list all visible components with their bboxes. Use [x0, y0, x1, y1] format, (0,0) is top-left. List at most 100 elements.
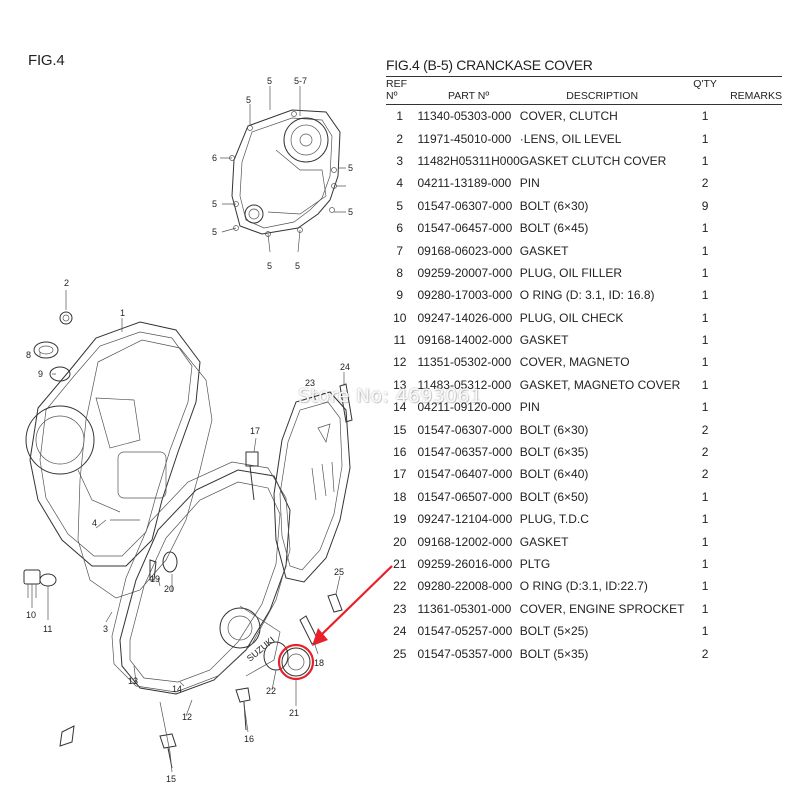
cell-part: 09168-06023-000 [417, 243, 513, 258]
sprocket-cover [273, 391, 351, 583]
parts-list-header: REF Nº PART Nº DESCRIPTION Q'TY REMARKS [386, 76, 782, 105]
cell-part: 01547-06507-000 [417, 489, 513, 504]
cell-desc: BOLT (6×45) [519, 221, 589, 236]
cell-ref: 15 [393, 422, 407, 437]
cell-qty: 1 [701, 310, 709, 325]
cell-desc: GASKET, MAGNETO COVER [519, 377, 681, 392]
cell-remarks [726, 239, 782, 261]
highlight-marker [277, 565, 393, 681]
callout-11: 11 [43, 624, 52, 634]
callout-5: 5 [212, 227, 217, 237]
cell-ref: 6 [396, 221, 404, 236]
cell-part: 09280-22008-000 [417, 579, 513, 594]
cell-part: 01547-06457-000 [417, 221, 513, 236]
callout-25: 25 [334, 567, 344, 577]
cell-desc: COVER, MAGNETO [519, 355, 630, 370]
callout-5: 5 [246, 95, 251, 105]
cell-qty: 1 [701, 489, 709, 504]
cell-part: 09168-14002-000 [417, 333, 513, 348]
callout-23: 23 [305, 378, 315, 388]
cell-desc: PLUG, OIL CHECK [519, 310, 624, 325]
cell-qty: 1 [701, 265, 709, 280]
cell-ref: 25 [393, 646, 407, 661]
cell-remarks [726, 441, 782, 463]
cell-qty: 1 [701, 400, 709, 415]
callout-3: 3 [103, 624, 108, 634]
cell-ref: 10 [393, 310, 407, 325]
col-qty: Q'TY [684, 76, 726, 105]
callout-22: 22 [266, 686, 276, 696]
cell-remarks [726, 463, 782, 485]
cell-ref: 19 [393, 512, 407, 527]
callout-13: 13 [128, 676, 138, 686]
cell-remarks [726, 642, 782, 664]
table-row: 6 01547-06457-000 BOLT (6×45) 1 [386, 217, 782, 239]
col-desc: DESCRIPTION [519, 76, 685, 105]
cell-desc: GASKET [519, 534, 569, 549]
cell-qty: 1 [701, 512, 709, 527]
cell-desc: GASKET [519, 243, 569, 258]
cell-ref: 20 [393, 534, 407, 549]
cell-ref: 13 [393, 377, 407, 392]
cell-desc: BOLT (6×30) [519, 198, 589, 213]
cell-qty: 1 [701, 153, 709, 168]
cell-ref: 23 [393, 601, 407, 616]
cell-desc: COVER, ENGINE SPROCKET [519, 601, 685, 616]
table-row: 17 01547-06407-000 BOLT (6×40) 2 [386, 463, 782, 485]
cell-part: 01547-06407-000 [417, 467, 513, 482]
clutch-cover-main [25, 321, 201, 567]
cell-part: 11361-05301-000 [417, 601, 512, 616]
cell-ref: 7 [396, 243, 404, 258]
cell-desc: BOLT (6×35) [519, 445, 589, 460]
cell-part: 01547-05257-000 [417, 624, 513, 639]
cell-part: 09280-17003-000 [417, 288, 513, 303]
callout-5: 5 [348, 207, 353, 217]
cell-qty: 1 [701, 534, 709, 549]
cell-desc: BOLT (6×40) [519, 467, 589, 482]
cell-ref: 17 [393, 467, 407, 482]
svg-text:SUZUKI: SUZUKI [245, 635, 277, 664]
callout-5: 5 [267, 261, 272, 271]
cell-remarks [726, 351, 782, 373]
table-row: 20 09168-12002-000 GASKET 1 [386, 530, 782, 552]
cell-part: 11351-05302-000 [417, 355, 512, 370]
callout-17: 17 [250, 426, 260, 436]
cell-desc: GASKET [519, 333, 569, 348]
cell-qty: 1 [701, 579, 709, 594]
cell-remarks [726, 396, 782, 418]
cell-ref: 16 [393, 445, 407, 460]
callout-12: 12 [182, 712, 192, 722]
cell-desc: BOLT (6×30) [519, 422, 589, 437]
cell-remarks [726, 217, 782, 239]
cell-qty: 1 [701, 221, 709, 236]
callout-5-7: 5-7 [294, 76, 307, 86]
callout-5: 5 [212, 199, 217, 209]
cell-qty: 2 [701, 467, 709, 482]
cell-part: 11482H05311H000 [417, 153, 520, 168]
cell-qty: 2 [701, 646, 709, 661]
figure-label: FIG.4 [28, 52, 65, 69]
gasket-clutch-cover [77, 339, 213, 599]
cell-part: 09168-12002-000 [417, 534, 513, 549]
callout-24: 24 [340, 362, 350, 372]
cell-qty: 1 [701, 377, 709, 392]
gasket-magneto-cover [111, 461, 291, 693]
cell-qty: 1 [701, 557, 709, 571]
cell-remarks [726, 530, 782, 552]
cell-part: 01547-06357-000 [417, 445, 513, 460]
cell-ref: 8 [396, 265, 404, 280]
cell-remarks [726, 553, 782, 575]
cell-remarks [726, 418, 782, 440]
callout-8: 8 [26, 350, 31, 360]
cell-desc: O RING (D:3.1, ID:22.7) [519, 579, 648, 594]
